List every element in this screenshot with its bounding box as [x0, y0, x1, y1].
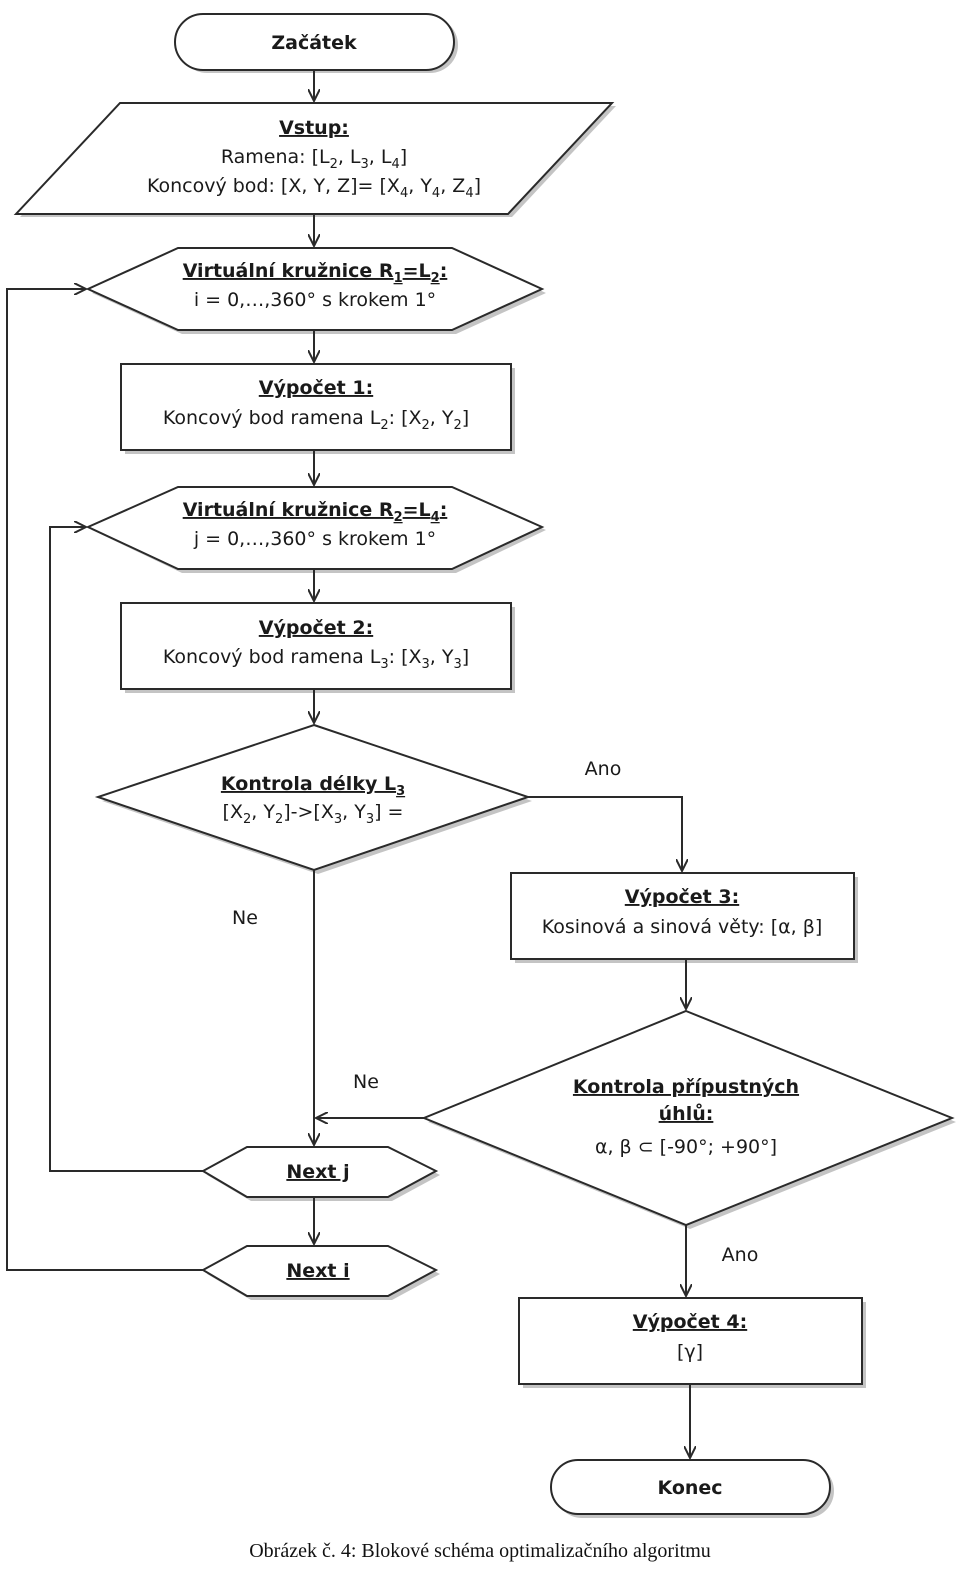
calc4-title: Výpočet 4: [633, 1311, 747, 1333]
check-angles-title-2: úhlů: [659, 1102, 714, 1125]
next-i-label: Next i [286, 1260, 349, 1282]
input-arms: Ramena: [L2, L3, L4] [221, 146, 407, 172]
end-label: Konec [657, 1477, 722, 1499]
start-terminal: Začátek [174, 13, 458, 73]
edge-label-yes-length: Ano [585, 758, 622, 780]
figure-caption: Obrázek č. 4: Blokové schéma optimalizač… [249, 1540, 711, 1562]
check-angles-decision: Kontrola přípustných úhlů: α, β ⊂ [-90°;… [421, 1009, 956, 1229]
check-length-title: Kontrola délky L3 [221, 773, 405, 799]
calc1-title: Výpočet 1: [259, 377, 373, 399]
input-endpoint: Koncový bod: [X, Y, Z]= [X4, Y4, Z4] [147, 175, 481, 201]
edge-label-no-angles: Ne [353, 1071, 379, 1093]
calc4-body: [γ] [677, 1341, 703, 1363]
calc3-title: Výpočet 3: [625, 886, 739, 908]
input-parallelogram: Vstup: Ramena: [L2, L3, L4] Koncový bod:… [13, 102, 616, 217]
next-j-hexagon: Next j [200, 1146, 440, 1201]
loop-i-range: i = 0,…,360° s krokem 1° [194, 289, 436, 311]
calc2-body: Koncový bod ramena L3: [X3, Y3] [163, 646, 469, 672]
calc1-body: Koncový bod ramena L2: [X2, Y2] [163, 407, 469, 433]
loop-j-hexagon: Virtuální kružnice R2=L4: j = 0,…,360° s… [85, 486, 546, 573]
start-label: Začátek [271, 32, 357, 54]
calc3-box: Výpočet 3: Kosinová a sinová věty: [α, β… [510, 872, 858, 963]
calc2-title: Výpočet 2: [259, 617, 373, 639]
next-i-hexagon: Next i [200, 1245, 440, 1300]
loop-i-hexagon: Virtuální kružnice R1=L2: i = 0,…,360° s… [85, 247, 546, 334]
loop-j-range: j = 0,…,360° s krokem 1° [193, 528, 436, 550]
calc1-box: Výpočet 1: Koncový bod ramena L2: [X2, Y… [120, 363, 515, 454]
loop-j-title: Virtuální kružnice R2=L4: [183, 499, 448, 525]
calc2-box: Výpočet 2: Koncový bod ramena L3: [X3, Y… [120, 602, 515, 693]
arrow-loop-back-j [49, 527, 203, 1172]
edge-label-no-length: Ne [232, 907, 258, 929]
check-angles-body: α, β ⊂ [-90°; +90°] [595, 1136, 777, 1158]
calc3-body: Kosinová a sinová věty: [α, β] [542, 916, 823, 938]
end-terminal: Konec [550, 1459, 834, 1518]
check-length-decision: Kontrola délky L3 [X2, Y2]->[X3, Y3] = [94, 723, 532, 874]
next-j-label: Next j [286, 1161, 349, 1183]
arrow-loop-back-i [6, 289, 203, 1271]
loop-i-title: Virtuální kružnice R1=L2: [183, 260, 448, 286]
edge-label-yes-angles: Ano [722, 1244, 759, 1266]
arrow-check-length-yes [528, 796, 682, 871]
input-title: Vstup: [279, 117, 349, 139]
check-angles-title-1: Kontrola přípustných [573, 1076, 799, 1098]
check-length-body: [X2, Y2]->[X3, Y3] = [223, 801, 404, 827]
calc4-box: Výpočet 4: [γ] [518, 1297, 866, 1388]
